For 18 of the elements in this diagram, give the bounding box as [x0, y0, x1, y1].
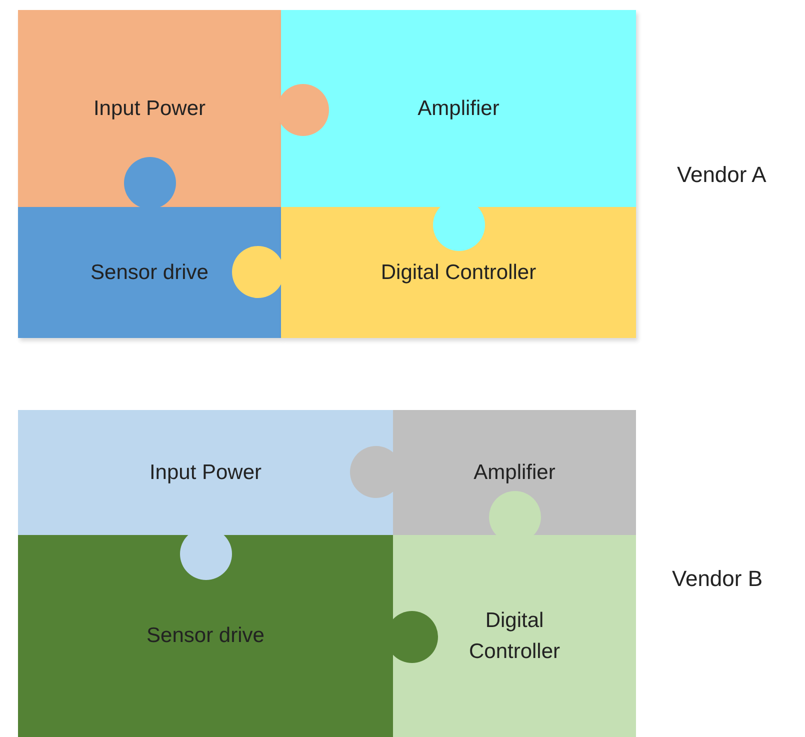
puzzle-piece — [18, 207, 281, 338]
vendor-label: Vendor B — [672, 566, 763, 592]
puzzle-piece — [393, 410, 636, 535]
piece-label: Amplifier — [474, 460, 556, 486]
piece-label: Digital Controller — [468, 608, 562, 665]
puzzle-piece — [18, 10, 281, 207]
piece-label: Amplifier — [418, 96, 500, 122]
vendor-label: Vendor A — [677, 162, 766, 188]
puzzle-piece — [393, 535, 636, 737]
piece-label: Sensor drive — [146, 623, 264, 650]
puzzle-piece — [18, 410, 393, 535]
puzzle-piece — [18, 535, 393, 737]
piece-label: Sensor drive — [90, 260, 208, 286]
puzzle-piece — [281, 10, 636, 207]
puzzle-piece — [281, 207, 636, 338]
piece-label: Digital Controller — [380, 260, 536, 286]
piece-label: Input Power — [149, 460, 262, 486]
piece-label: Input Power — [93, 96, 206, 122]
